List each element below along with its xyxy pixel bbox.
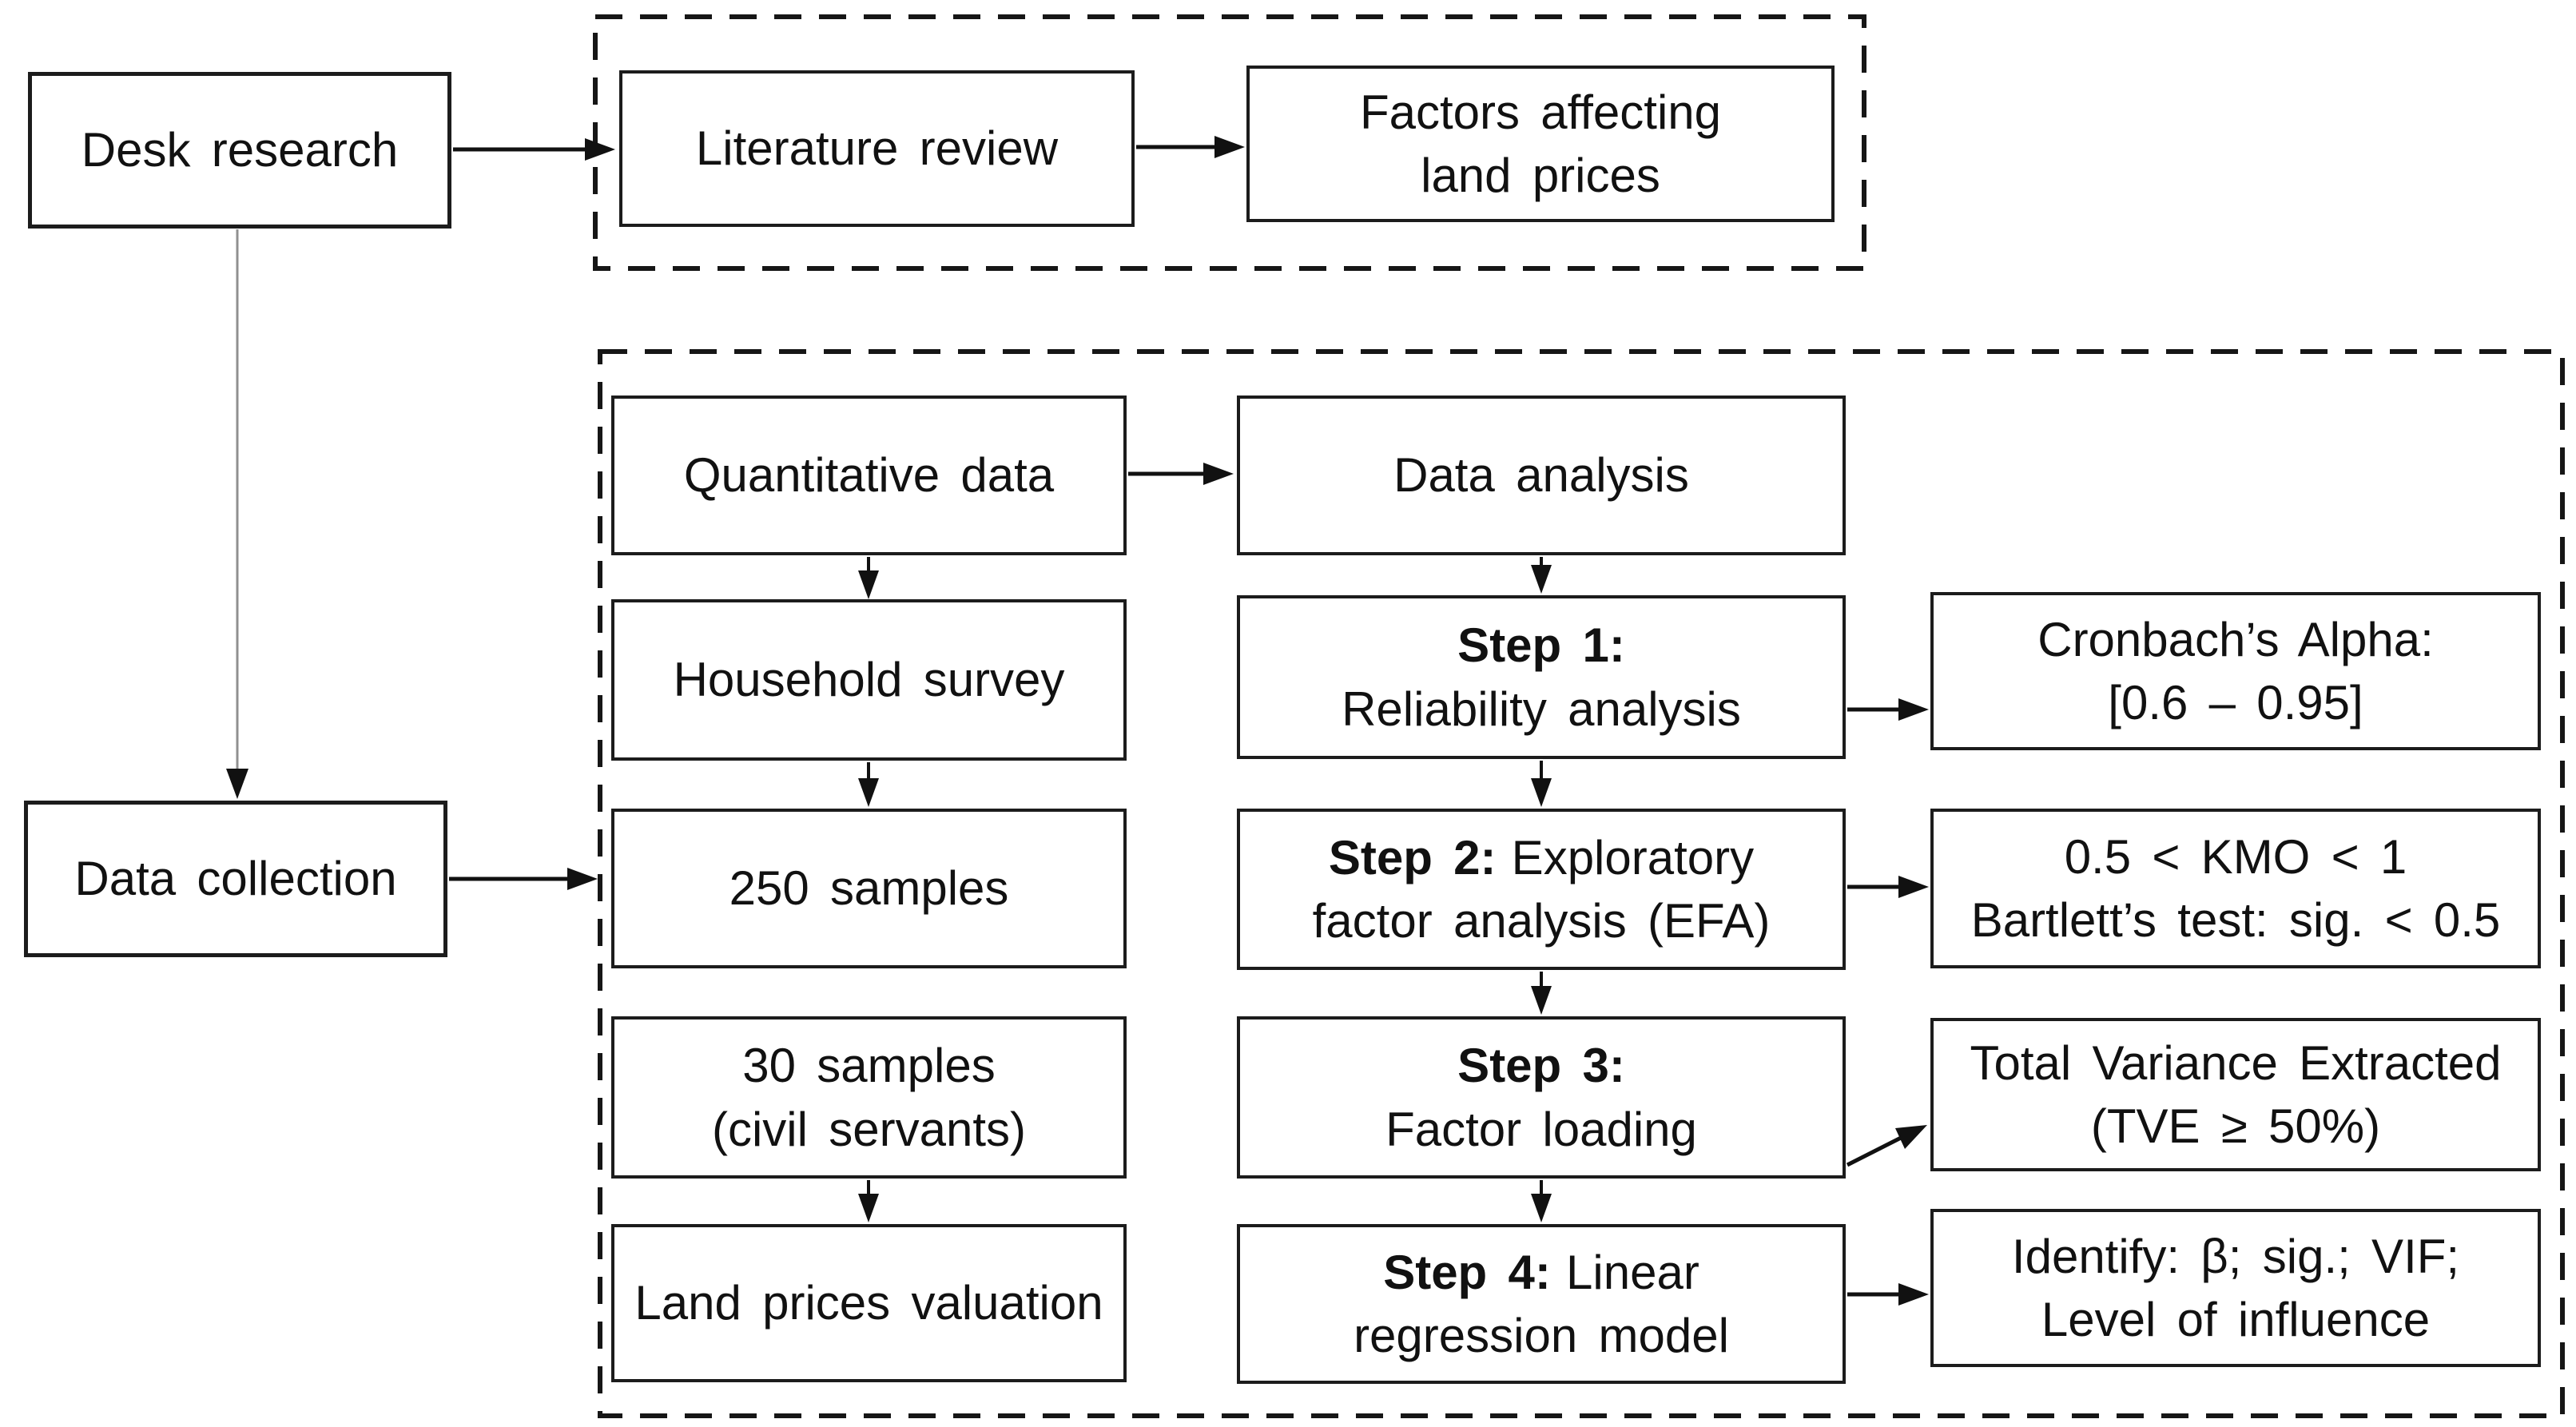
arrow-step3-to-step4 (1531, 1180, 1552, 1222)
arrow-quantitative-to-household (858, 557, 879, 599)
identify-node: Identify: β; sig.; VIF; Level of influen… (1930, 1209, 2541, 1367)
step3-title: Step 3: (1457, 1039, 1625, 1093)
samples-250-label: 250 samples (729, 861, 1009, 916)
cronbach-line1: Cronbach’s Alpha: (2037, 612, 2434, 666)
step4-regression-node: Step 4: Linear regression model (1237, 1224, 1846, 1384)
kmo-line1: 0.5 < KMO < 1 (2064, 829, 2407, 884)
literature-review-node: Literature review (619, 70, 1135, 227)
connector-desk-to-data-collection (226, 229, 248, 799)
factors-affecting-node: Factors affecting land prices (1246, 66, 1835, 222)
quantitative-data-label: Quantitative data (683, 448, 1055, 503)
arrow-data-collection-to-group (449, 868, 598, 890)
step2-efa-node: Step 2: Exploratory factor analysis (EFA) (1237, 809, 1846, 970)
arrow-step4-to-identify (1847, 1283, 1929, 1306)
samples-250-node: 250 samples (611, 809, 1127, 968)
identify-line2: Level of influence (2041, 1293, 2431, 1346)
tve-line1: Total Variance Extracted (1970, 1035, 2502, 1090)
step4-desc-line2: regression model (1354, 1309, 1729, 1362)
factors-affecting-line2: land prices (1421, 149, 1660, 202)
arrow-step1-to-step2 (1531, 761, 1552, 807)
arrow-literature-to-factors (1136, 136, 1245, 158)
step4-desc-inline: Linear (1566, 1245, 1699, 1299)
step4-title: Step 4: (1383, 1245, 1551, 1299)
samples-30-line2: (civil servants) (712, 1102, 1026, 1156)
samples-30-node: 30 samples (civil servants) (611, 1016, 1127, 1179)
tve-line2: (TVE ≥ 50%) (2090, 1099, 2381, 1153)
desk-research-label: Desk research (81, 123, 399, 177)
desk-research-node: Desk research (28, 72, 451, 229)
arrow-quantitative-to-analysis (1128, 463, 1234, 485)
arrow-desk-to-literature (453, 138, 615, 161)
step2-desc-inline: Exploratory (1511, 830, 1755, 884)
arrow-step1-to-cronbach (1847, 698, 1929, 721)
data-collection-label: Data collection (74, 852, 397, 906)
land-prices-valuation-label: Land prices valuation (634, 1276, 1103, 1330)
arrow-step2-to-kmo (1847, 876, 1929, 898)
data-analysis-node: Data analysis (1237, 396, 1846, 555)
cronbach-line2: [0.6 – 0.95] (2108, 676, 2363, 729)
data-analysis-label: Data analysis (1393, 448, 1689, 503)
samples-30-line1: 30 samples (742, 1039, 996, 1093)
step1-desc: Reliability analysis (1342, 682, 1741, 736)
data-collection-dashed-group (598, 349, 2565, 1418)
tve-node: Total Variance Extracted (TVE ≥ 50%) (1930, 1018, 2541, 1171)
identify-line1: Identify: β; sig.; VIF; (2011, 1229, 2460, 1283)
kmo-line2: Bartlett’s test: sig. < 0.5 (1970, 893, 2501, 947)
step1-reliability-node: Step 1: Reliability analysis (1237, 595, 1846, 759)
quantitative-data-node: Quantitative data (611, 396, 1127, 555)
step2-desc-line2: factor analysis (EFA) (1312, 894, 1771, 948)
factors-affecting-line1: Factors affecting (1359, 85, 1722, 139)
arrow-household-to-250samples (858, 762, 879, 807)
data-collection-node: Data collection (24, 801, 447, 957)
land-prices-valuation-node: Land prices valuation (611, 1224, 1127, 1382)
arrow-30samples-to-landprices (858, 1180, 879, 1222)
kmo-bartlett-node: 0.5 < KMO < 1 Bartlett’s test: sig. < 0.… (1930, 809, 2541, 968)
cronbach-alpha-node: Cronbach’s Alpha: [0.6 – 0.95] (1930, 592, 2541, 750)
step3-desc: Factor loading (1385, 1102, 1697, 1156)
step3-factor-loading-node: Step 3: Factor loading (1237, 1016, 1846, 1179)
literature-review-label: Literature review (695, 121, 1059, 176)
step1-title: Step 1: (1457, 618, 1625, 673)
step2-title: Step 2: (1328, 830, 1497, 884)
household-survey-node: Household survey (611, 599, 1127, 761)
household-survey-label: Household survey (673, 653, 1065, 707)
arrow-analysis-to-step1 (1531, 557, 1552, 594)
arrow-step2-to-step3 (1531, 972, 1552, 1015)
arrow-step3-to-tve (1846, 1125, 1927, 1167)
